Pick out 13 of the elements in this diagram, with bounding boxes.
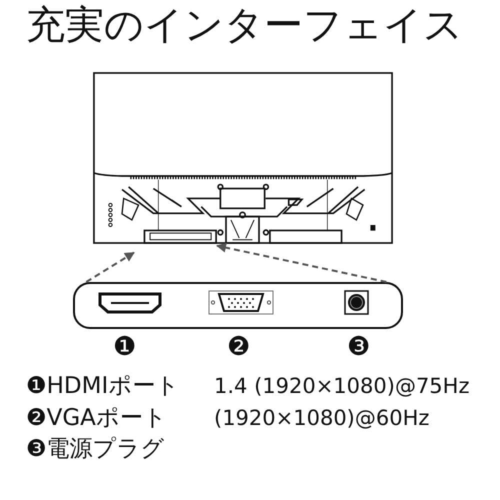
callout-number: ❷ (227, 334, 250, 360)
port-name: ❶HDMIポート (26, 375, 180, 398)
spec-text: 1.4 (1920×1080)@75Hz (214, 376, 470, 397)
port-name: ❸電源プラグ (26, 438, 165, 461)
title-text: 充実のインターフェイス (26, 6, 463, 45)
callout-number: ❸ (347, 334, 370, 360)
port-name: ❷VGAポート (26, 407, 167, 430)
dashed-arrow (216, 242, 387, 283)
spec-text: (1920×1080)@60Hz (214, 408, 430, 429)
port-panel (73, 282, 403, 329)
monitor-drawing (92, 72, 394, 244)
dashed-arrow (86, 252, 135, 283)
callout-number: ❶ (113, 334, 136, 360)
